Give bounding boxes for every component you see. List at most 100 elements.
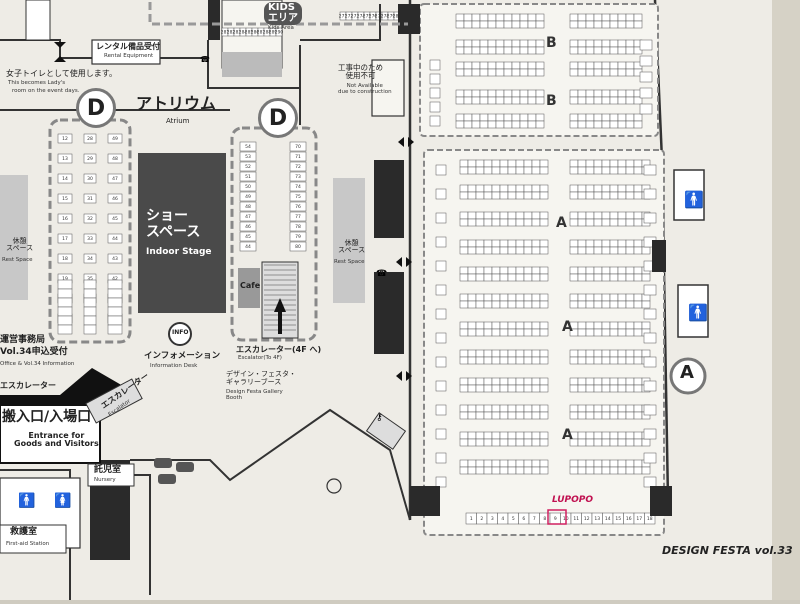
booth (519, 113, 529, 122)
booth (531, 328, 541, 337)
booth (601, 39, 611, 48)
booth (625, 96, 635, 105)
booth (535, 46, 545, 55)
booth (455, 113, 465, 122)
booth (601, 356, 611, 365)
booth (499, 184, 509, 193)
booth (625, 166, 635, 175)
booth (569, 46, 579, 55)
booth (633, 239, 643, 248)
booth (83, 297, 97, 308)
booth (531, 377, 541, 386)
booth (499, 266, 509, 275)
info-label: インフォメーション (144, 351, 221, 361)
booth-number: 288 (263, 30, 272, 36)
booth (539, 438, 549, 447)
booth (289, 181, 307, 192)
booth (639, 55, 653, 67)
booth (617, 438, 627, 447)
booth-number: 12 (584, 516, 590, 522)
booth (531, 159, 541, 168)
booth (577, 46, 587, 55)
booth (511, 61, 521, 70)
booth (491, 273, 501, 282)
booth (499, 273, 509, 282)
booth (523, 431, 533, 440)
booth (577, 39, 587, 48)
booth (435, 164, 447, 176)
booth (609, 328, 619, 337)
booth (585, 191, 595, 200)
escalator-label: エスカレーター(4F へ) (236, 345, 322, 354)
booth (507, 404, 517, 413)
booth (569, 384, 579, 393)
booth (515, 266, 525, 275)
booth (523, 349, 533, 358)
booth (609, 61, 619, 70)
booth (601, 431, 611, 440)
booth (459, 191, 469, 200)
booth (289, 191, 307, 202)
booth (585, 96, 595, 105)
booth (593, 300, 603, 309)
booth (643, 308, 657, 320)
booth (633, 466, 643, 475)
booth (503, 89, 513, 98)
booth (475, 328, 485, 337)
booth (491, 211, 501, 220)
booth (463, 39, 473, 48)
booth (495, 39, 505, 48)
booth (577, 20, 587, 29)
booth (511, 39, 521, 48)
booth (467, 166, 477, 175)
booth (531, 438, 541, 447)
booth (523, 321, 533, 330)
booth (487, 61, 497, 70)
booth (585, 184, 595, 193)
booth (585, 159, 595, 168)
booth (57, 306, 73, 317)
booth (617, 293, 627, 302)
booth (515, 431, 525, 440)
booth (641, 246, 651, 255)
booth (459, 349, 469, 358)
booth (491, 184, 501, 193)
booth (601, 438, 611, 447)
booth (601, 20, 611, 29)
booth (609, 459, 619, 468)
office-label: 運営事務局 (0, 335, 46, 345)
booth (507, 300, 517, 309)
booth (609, 89, 619, 98)
booth (531, 246, 541, 255)
booth (539, 211, 549, 220)
booth (83, 173, 97, 184)
booth (593, 20, 603, 29)
stage-jp: ショースペース (146, 208, 201, 241)
booth (633, 20, 643, 29)
booth (519, 13, 529, 22)
booth-number: 17 (636, 516, 642, 522)
booth (471, 89, 481, 98)
booth (507, 246, 517, 255)
booth (617, 404, 627, 413)
booth (459, 266, 469, 275)
booth (459, 211, 469, 220)
booth-number: 1 (470, 516, 473, 522)
booth (609, 20, 619, 29)
booth (483, 328, 493, 337)
booth (569, 266, 579, 275)
booth (593, 96, 603, 105)
booth (577, 377, 587, 386)
booth (467, 438, 477, 447)
booth (527, 113, 537, 122)
booth (499, 191, 509, 200)
booth (511, 113, 521, 122)
booth (609, 96, 619, 105)
booth (507, 273, 517, 282)
booth (601, 120, 611, 129)
booth (625, 120, 635, 129)
booth (601, 266, 611, 275)
booth (499, 239, 509, 248)
booth (609, 46, 619, 55)
